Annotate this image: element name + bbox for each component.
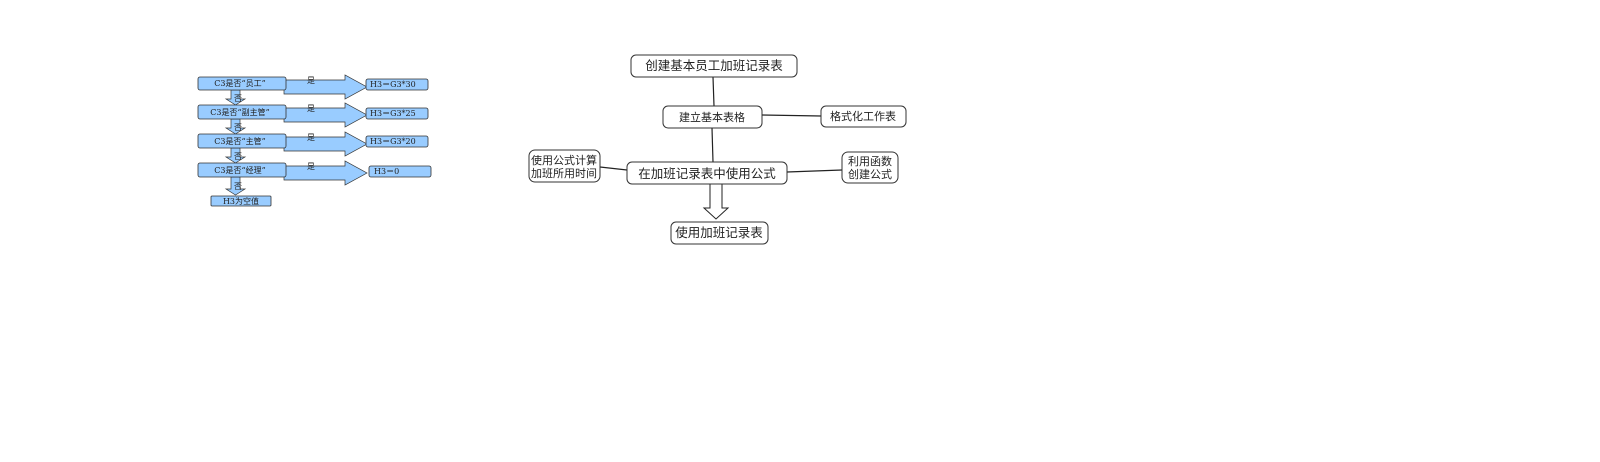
no-arrow-3 — [224, 147, 247, 164]
node-step1-text: 建立基本表格 — [679, 110, 745, 124]
connector-step2-left — [599, 166, 628, 171]
node-bottom-text: 使用加班记录表 — [675, 225, 763, 240]
condition-text-4: C3是否“经理” — [214, 165, 265, 175]
result-box-2 — [365, 107, 429, 120]
no-label-3: 否 — [234, 152, 242, 161]
result-box-1 — [365, 78, 429, 91]
result-text-1: H3＝G3*30 — [370, 80, 416, 89]
condition-box-3 — [197, 133, 287, 149]
yes-arrow-2 — [283, 102, 368, 128]
node-step2-left-line1: 使用公式计算 — [531, 153, 597, 167]
no-label-2: 否 — [234, 123, 242, 132]
node-step2-left-line2: 加班所用时间 — [531, 167, 597, 180]
node-step2-text: 在加班记录表中使用公式 — [638, 166, 776, 181]
node-top-text: 创建基本员工加班记录表 — [645, 58, 783, 73]
connector-step1-step2 — [711, 127, 714, 163]
no-label-4: 否 — [234, 182, 242, 191]
condition-text-3: C3是否“主管” — [214, 136, 265, 146]
yes-arrow-1 — [283, 74, 368, 100]
condition-text-2: C3是否“副主管” — [210, 107, 269, 117]
final-text: H3为空值 — [223, 196, 259, 206]
node-step2 — [626, 161, 788, 185]
yes-arrow-4 — [283, 160, 368, 186]
result-box-3 — [365, 135, 429, 148]
result-text-3: H3＝G3*20 — [370, 137, 416, 146]
node-top — [630, 54, 798, 78]
yes-label-4: 是 — [307, 162, 315, 171]
node-step1-side — [820, 105, 907, 128]
node-bottom — [670, 221, 769, 245]
no-arrow-4 — [224, 176, 247, 196]
left-flowchart: 否 否 否 否 是 是 是 是 C3是否“员工” C3是否“副主管” C3是否“… — [197, 74, 432, 207]
node-step2-right — [841, 151, 899, 184]
no-label-1: 否 — [234, 94, 242, 103]
node-step2-right-line1: 利用函数 — [848, 155, 892, 168]
down-hollow-arrow — [702, 183, 730, 220]
no-arrow-1 — [224, 89, 247, 106]
final-box — [210, 195, 272, 207]
yes-label-2: 是 — [307, 104, 315, 113]
connector-top-step1 — [712, 76, 715, 107]
right-mindmap: 创建基本员工加班记录表 建立基本表格 格式化工作表 使用公式计算 加班所用时间 … — [528, 54, 907, 245]
condition-text-1: C3是否“员工” — [214, 79, 265, 88]
result-text-4: H3＝0 — [374, 167, 399, 176]
condition-box-2 — [197, 104, 287, 120]
node-step2-right-line2: 创建公式 — [848, 167, 892, 181]
connector-step2-right — [786, 169, 843, 173]
condition-box-4 — [197, 162, 287, 178]
no-arrow-2 — [224, 118, 247, 135]
condition-box-1 — [197, 76, 287, 91]
yes-arrow-3 — [283, 131, 368, 157]
result-text-2: H3＝G3*25 — [370, 109, 416, 118]
yes-label-3: 是 — [307, 133, 315, 142]
result-box-4 — [368, 165, 432, 178]
node-step1-side-text: 格式化工作表 — [830, 109, 896, 123]
yes-label-1: 是 — [307, 76, 315, 85]
node-step2-left — [528, 149, 601, 183]
node-step1 — [662, 105, 763, 129]
connector-step1-side — [761, 114, 822, 117]
